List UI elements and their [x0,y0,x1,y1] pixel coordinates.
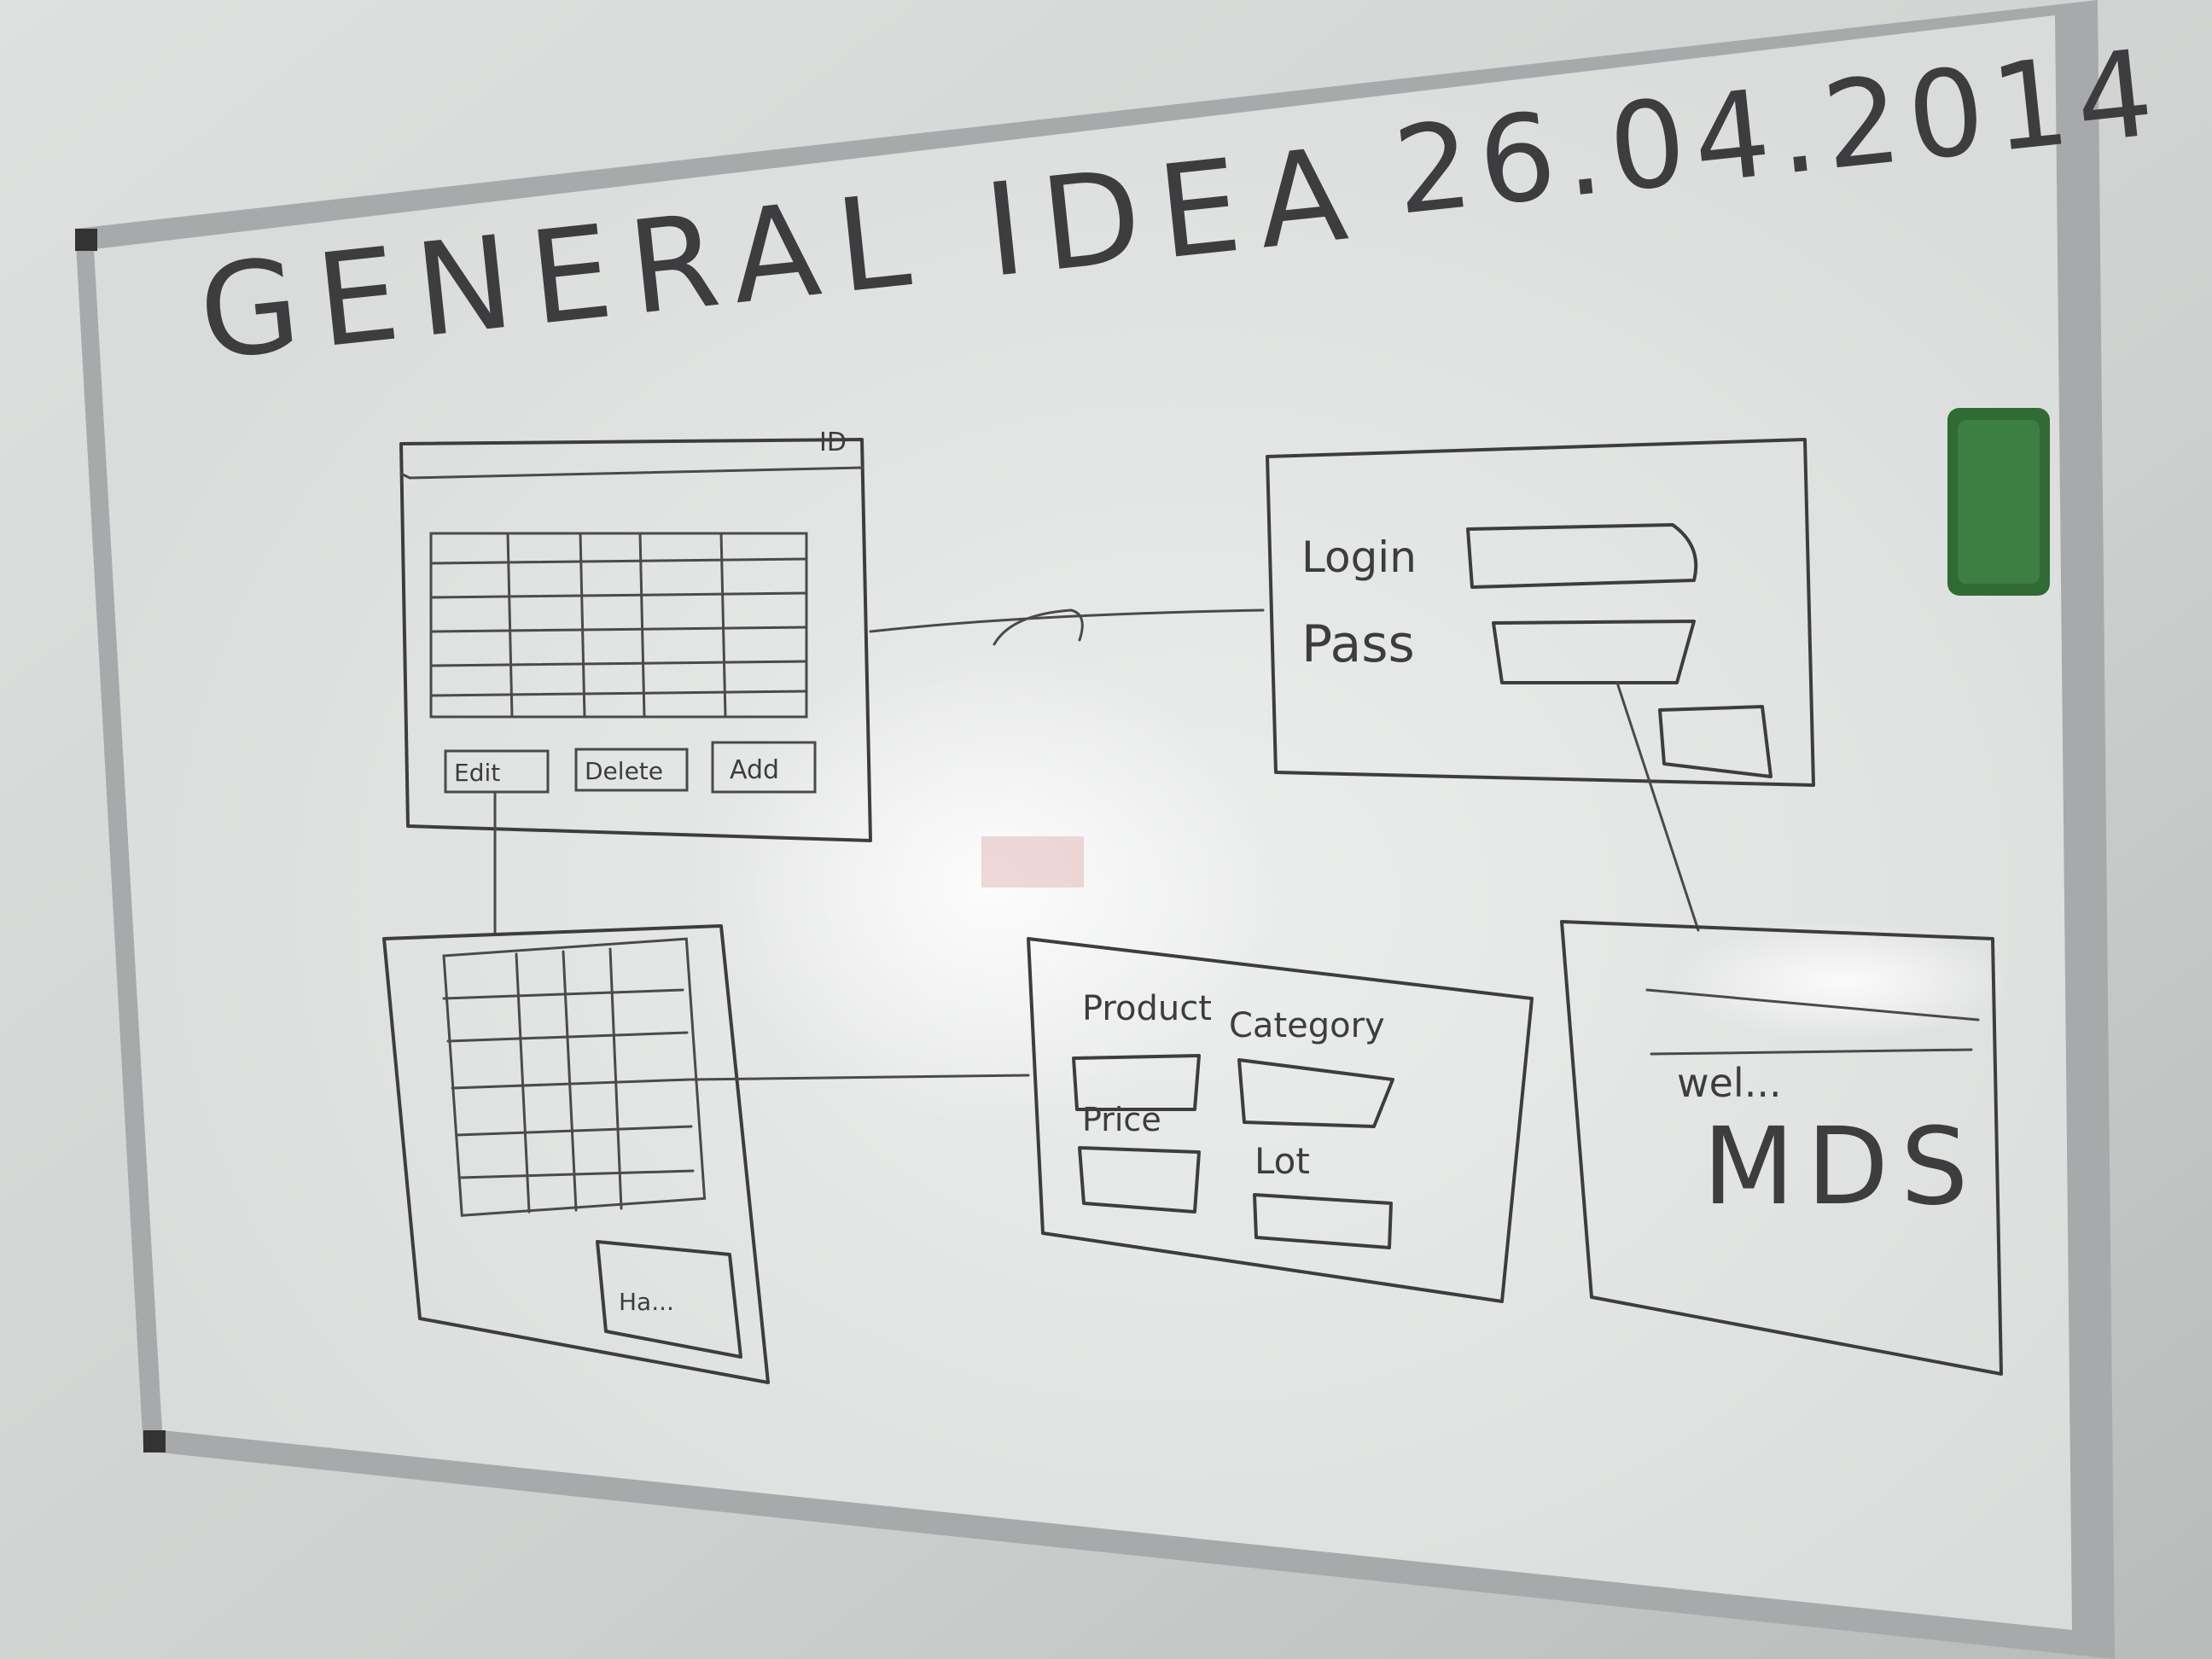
table-corner-label: ID [819,428,847,457]
grid-screen-button-label: Ha... [619,1288,674,1316]
table-delete-button-label: Delete [585,757,663,785]
sketch-mds-screen: wel... MDS [1560,920,2003,1376]
mds-title: MDS [1703,1105,1980,1229]
product-label: Product [1082,989,1212,1028]
price-label: Price [1082,1101,1161,1138]
connector-table-login [869,608,1265,633]
connector-grid-product [690,1074,1030,1081]
category-label: Category [1229,1006,1385,1045]
eraser-handle [1958,420,2040,584]
sketch-login-screen: Login Pass [1266,438,1815,787]
sketch-table-screen: Edit Delete Add ID [399,428,872,842]
pass-label: Pass [1301,614,1415,674]
mds-subtitle: wel... [1677,1060,1782,1106]
connector-login-mds [1615,681,1700,932]
sketch-product-form: Product Category Price Lot [1027,937,1534,1303]
sketch-grid-screen: Ha... [382,924,770,1384]
lot-label: Lot [1254,1140,1310,1182]
table-add-button-label: Add [730,755,779,785]
glare-window-red [981,836,1084,888]
frame-corner-bottom-left [143,1430,166,1452]
connector-arrow-curl [992,608,1084,646]
frame-corner-top-left [75,229,97,251]
table-edit-button-label: Edit [454,759,500,787]
glare-right [1673,922,2014,1041]
login-label: Login [1301,533,1417,582]
